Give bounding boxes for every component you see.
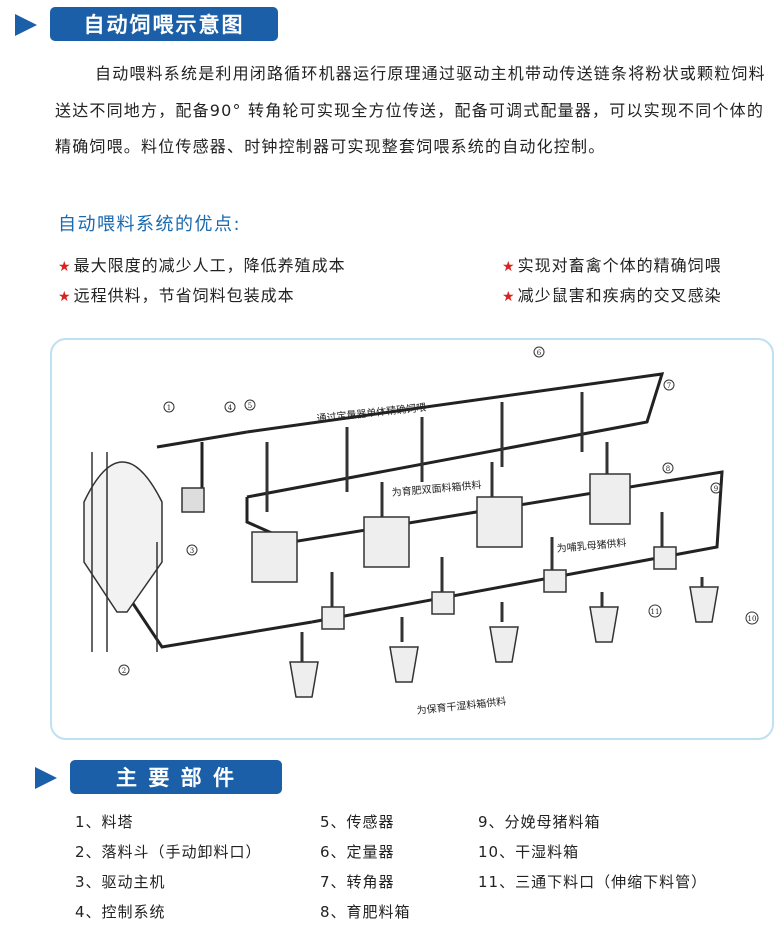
pipe-top xyxy=(246,372,665,499)
control-box xyxy=(181,487,205,513)
part-item: 2、落料斗（手动卸料口） xyxy=(75,843,262,861)
part-item: 7、转角器 xyxy=(320,873,395,891)
advantage-item: ★最大限度的减少人工，降低养殖成本 xyxy=(58,252,346,276)
drop-tubes xyxy=(265,392,704,662)
callout-7: 7 xyxy=(667,382,671,390)
star-icon: ★ xyxy=(58,259,72,275)
advantage-text: 远程供料，节省饲料包装成本 xyxy=(73,286,295,305)
pipe-silo xyxy=(156,430,248,449)
section-arrow-icon xyxy=(35,767,57,789)
callouts xyxy=(118,346,759,676)
callout-3: 3 xyxy=(190,547,194,555)
callout-5: 5 xyxy=(248,402,252,410)
star-icon: ★ xyxy=(502,259,516,275)
star-icon: ★ xyxy=(502,289,516,305)
label-fattening-feed: 为育肥双面料箱供料 xyxy=(391,478,482,499)
star-icon: ★ xyxy=(58,289,72,305)
advantage-item: ★远程供料，节省饲料包装成本 xyxy=(58,282,295,306)
flow-labels: 通过定量器单体精确饲喂 为育肥双面料箱供料 为哺乳母猪供料 为保育干湿料箱供料 xyxy=(316,401,627,717)
advantages-title: 自动喂料系统的优点: xyxy=(58,214,242,235)
callout-6: 6 xyxy=(537,349,542,357)
callout-10: 10 xyxy=(748,615,757,623)
pipe-bottom xyxy=(130,601,313,649)
label-sow-feed: 为哺乳母猪供料 xyxy=(556,536,627,555)
part-item: 1、料塔 xyxy=(75,813,134,831)
label-metered-feeding: 通过定量器单体精确饲喂 xyxy=(316,401,427,425)
callout-9: 9 xyxy=(714,485,718,493)
part-item: 5、传感器 xyxy=(320,813,395,831)
callout-4: 4 xyxy=(228,404,233,412)
section-arrow-icon xyxy=(15,14,37,36)
part-item: 3、驱动主机 xyxy=(75,873,166,891)
part-item: 10、干湿料箱 xyxy=(478,843,580,861)
part-item: 8、育肥料箱 xyxy=(320,903,411,921)
advantage-text: 最大限度的减少人工，降低养殖成本 xyxy=(73,256,346,275)
callout-2: 2 xyxy=(122,667,126,675)
intro-paragraph: 自动喂料系统是利用闭路循环机器运行原理通过驱动主机带动传送链条将粉状或颗粒饲料送… xyxy=(55,64,766,156)
advantage-item: ★减少鼠害和疾病的交叉感染 xyxy=(502,282,722,306)
section-title: 自动饲喂示意图 xyxy=(50,7,278,41)
part-item: 9、分娩母猪料箱 xyxy=(478,813,601,831)
silo xyxy=(83,452,205,652)
advantage-item: ★实现对畜禽个体的精确饲喂 xyxy=(502,252,722,276)
section-title: 主 要 部 件 xyxy=(70,760,282,794)
callout-8: 8 xyxy=(666,465,670,473)
label-nursery-feed: 为保育干湿料箱供料 xyxy=(416,695,507,717)
diagram-svg: 通过定量器单体精确饲喂 为育肥双面料箱供料 为哺乳母猪供料 为保育干湿料箱供料 … xyxy=(83,346,759,717)
feeders xyxy=(251,473,719,698)
callout-11: 11 xyxy=(651,608,660,616)
feeding-system-diagram: 通过定量器单体精确饲喂 为育肥双面料箱供料 为哺乳母猪供料 为保育干湿料箱供料 … xyxy=(50,338,774,740)
part-item: 11、三通下料口（伸缩下料管） xyxy=(478,873,708,891)
advantage-text: 减少鼠害和疾病的交叉感染 xyxy=(517,286,722,305)
callout-1: 1 xyxy=(167,404,171,412)
advantage-text: 实现对畜禽个体的精确饲喂 xyxy=(517,256,722,275)
part-item: 4、控制系统 xyxy=(75,903,166,921)
part-item: 6、定量器 xyxy=(320,843,395,861)
